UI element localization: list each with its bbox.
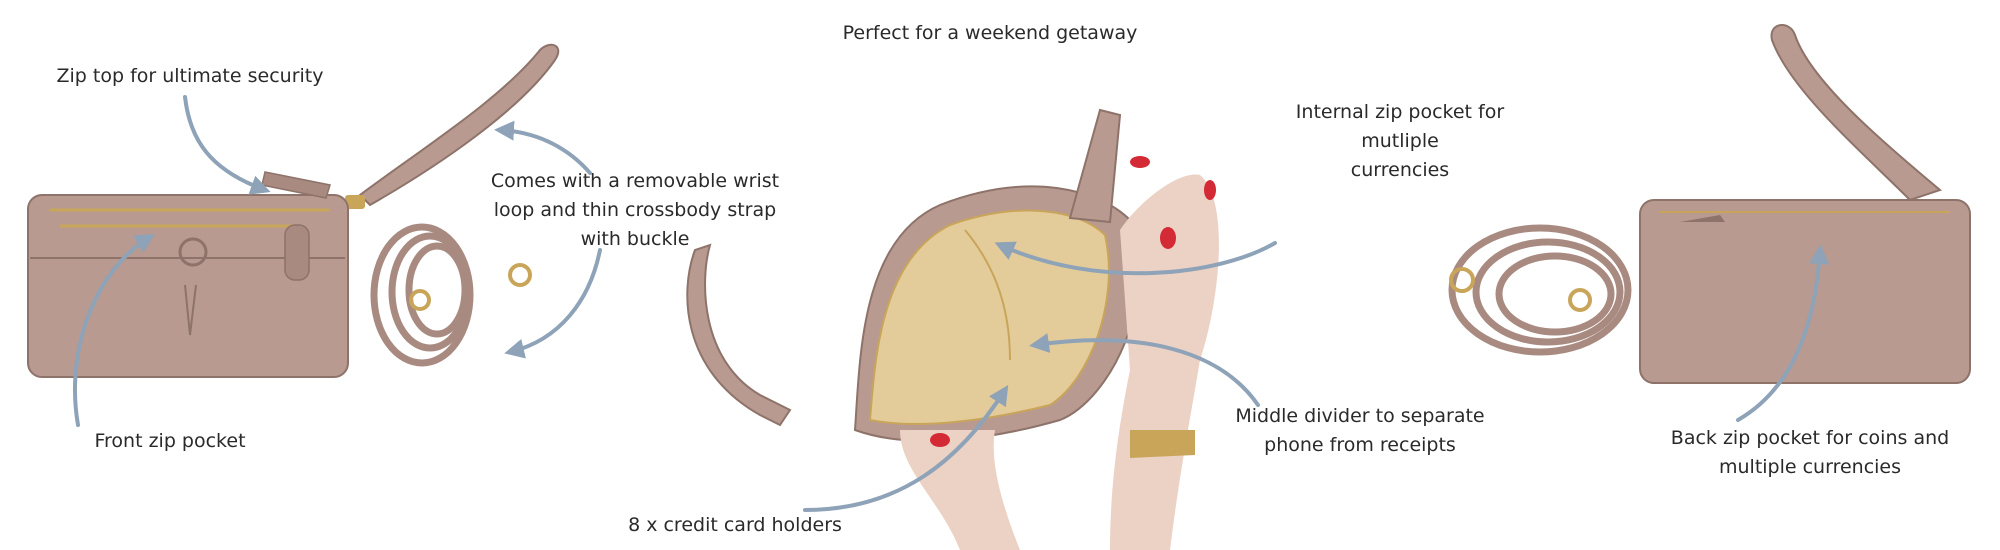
- callout-internal-zip-line-2: mutliple: [1361, 130, 1439, 152]
- arrow-straps-upper: [494, 120, 592, 175]
- callout-back-zip-line-1: Back zip pocket for coins and: [1670, 427, 1950, 449]
- arrow-zip-top: [183, 95, 271, 195]
- coiled-strap-left: [370, 223, 532, 367]
- callout-straps: Comes with a removable wrist loop and th…: [485, 167, 785, 254]
- arrow-middle-divider: [1029, 333, 1260, 407]
- arrow-front-zip: [73, 233, 156, 427]
- callout-internal-zip: Internal zip pocket for mutliple currenc…: [1275, 98, 1525, 185]
- front-view-bag: [27, 43, 560, 378]
- arrow-internal-zip: [994, 241, 1277, 276]
- back-view-bag: [1639, 24, 1971, 384]
- callout-middle-divider: Middle divider to separate phone from re…: [1215, 402, 1505, 460]
- callout-front-zip: Front zip pocket: [94, 430, 246, 452]
- coiled-strap-right: [1448, 224, 1632, 356]
- arrow-back-zip: [1736, 244, 1830, 422]
- callout-card-holders: 8 x credit card holders: [628, 514, 842, 536]
- callout-internal-zip-line-3: currencies: [1350, 159, 1450, 181]
- callout-middle-divider-line-2: phone from receipts: [1264, 434, 1456, 456]
- arrow-straps-lower: [504, 248, 602, 359]
- callout-arrows: [73, 95, 1830, 512]
- callout-back-zip: Back zip pocket for coins and multiple c…: [1650, 424, 1970, 482]
- arrow-card-holders: [803, 384, 1009, 512]
- callout-middle-divider-line-1: Middle divider to separate: [1235, 405, 1485, 427]
- headline: Perfect for a weekend getaway: [842, 22, 1138, 44]
- callout-straps-line-1: Comes with a removable wrist: [490, 170, 780, 192]
- callout-back-zip-line-2: multiple currencies: [1718, 456, 1902, 478]
- callout-straps-line-2: loop and thin crossbody strap: [493, 199, 777, 221]
- callout-zip-top: Zip top for ultimate security: [56, 65, 324, 87]
- callout-straps-line-3: with buckle: [580, 228, 690, 250]
- callout-internal-zip-line-1: Internal zip pocket for: [1295, 101, 1505, 123]
